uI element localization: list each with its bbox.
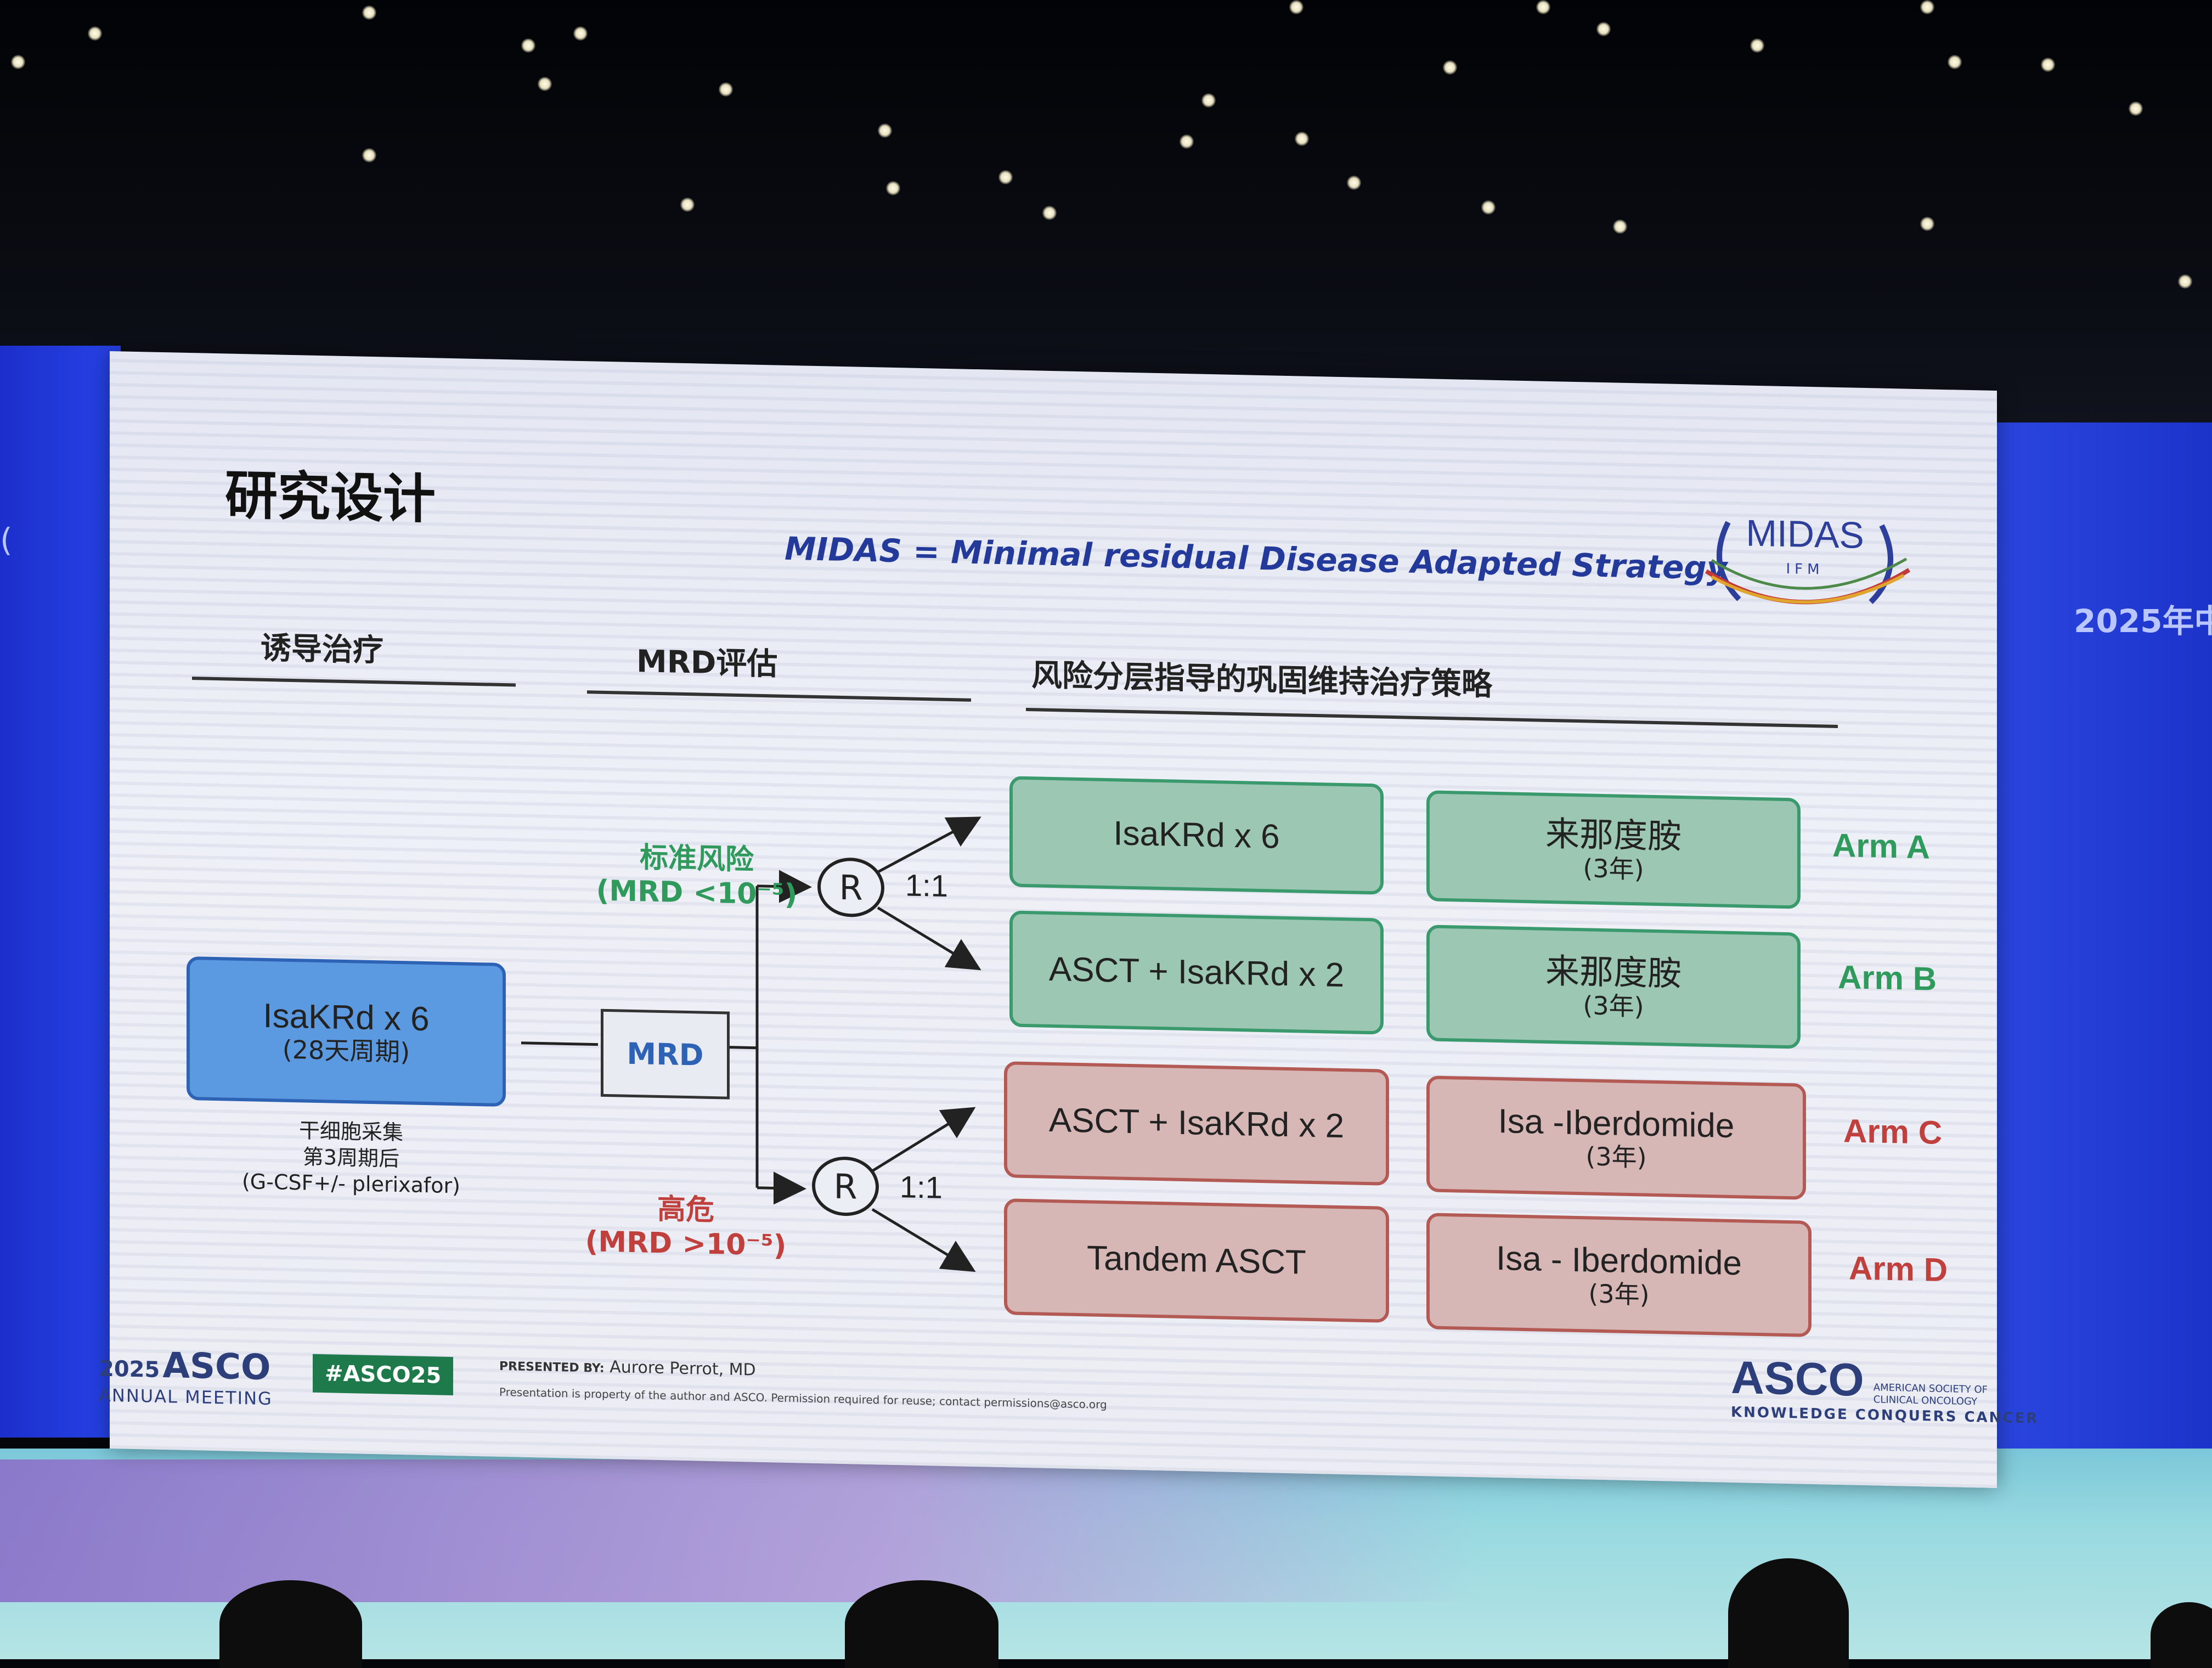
right-side-text: 2025年中	[2074, 602, 2212, 640]
left-side-screen	[0, 346, 121, 1438]
flow-diagram-lines	[521, 816, 981, 1272]
arm-b-label: Arm B	[1838, 958, 1937, 998]
asco-annual-meeting-logo: 2025 ASCO ANNUAL MEETING	[99, 1344, 273, 1410]
arm-b-maintenance-box: 来那度胺 (3年)	[1426, 925, 1801, 1049]
high-risk-title: 高危	[657, 1192, 714, 1227]
high-risk-criterion: (MRD >10⁻⁵)	[585, 1225, 787, 1263]
footer-asco: ASCO	[162, 1345, 271, 1389]
standard-risk-criterion: (MRD <10⁻⁵)	[596, 874, 798, 912]
presented-by-label: PRESENTED BY:	[499, 1359, 605, 1376]
randomization-ratio-high: 1:1	[900, 1169, 943, 1205]
arm-d-consolidation-box: Tandem ASCT	[1004, 1198, 1389, 1323]
presenter-name: Aurore Perrot, MD	[610, 1357, 756, 1380]
induction-regimen: IsaKRd x 6	[263, 996, 430, 1039]
arm-a-label: Arm A	[1832, 826, 1930, 866]
asco-society-name: AMERICAN SOCIETY OF CLINICAL ONCOLOGY	[1874, 1382, 1988, 1408]
arm-c-duration: (3年)	[1585, 1141, 1647, 1173]
footer-year: 2025	[99, 1356, 160, 1383]
audience-head	[1728, 1558, 1849, 1668]
presentation-slide: 研究设计 MIDAS = Minimal residual Disease Ad…	[99, 351, 2039, 1489]
audience-head	[845, 1580, 998, 1668]
arm-c-maintenance: Isa -Iberdomide	[1498, 1102, 1735, 1146]
arm-c-label: Arm C	[1843, 1112, 1943, 1151]
standard-risk-title: 标准风险	[639, 841, 754, 877]
asco-society-logo: ASCO AMERICAN SOCIETY OF CLINICAL ONCOLO…	[1731, 1351, 2039, 1427]
arm-d-label: Arm D	[1849, 1249, 1948, 1289]
stem-cell-collection-note: 干细胞采集 第3周期后 (G-CSF+/- plerixafor)	[208, 1116, 494, 1200]
asco-wordmark: ASCO	[1731, 1351, 1864, 1406]
arm-b-maintenance: 来那度胺	[1545, 952, 1681, 994]
arm-b-consolidation-box: ASCT + IsaKRd x 2	[1009, 910, 1384, 1035]
arm-d-maintenance-box: Isa - Iberdomide (3年)	[1426, 1213, 1812, 1337]
arm-a-consolidation: IsaKRd x 6	[1113, 814, 1280, 856]
induction-box: IsaKRd x 6 (28天周期)	[187, 956, 506, 1107]
arm-b-duration: (3年)	[1583, 990, 1644, 1022]
mrd-assessment-box: MRD	[601, 1008, 730, 1100]
arm-a-duration: (3年)	[1583, 853, 1644, 884]
asco-society-line: CLINICAL ONCOLOGY	[1873, 1393, 1978, 1407]
midas-logo: MIDAS IFM	[1690, 488, 1920, 625]
arm-c-maintenance-box: Isa -Iberdomide (3年)	[1426, 1075, 1806, 1200]
randomization-ratio-standard: 1:1	[905, 867, 948, 904]
standard-risk-label: 标准风险 (MRD <10⁻⁵)	[571, 833, 823, 912]
arm-d-maintenance: Isa - Iberdomide	[1496, 1239, 1742, 1283]
right-side-screen	[1997, 422, 2212, 1503]
audience-head	[2151, 1602, 2212, 1668]
stage-floor-accent	[0, 1460, 1481, 1602]
arm-d-duration: (3年)	[1588, 1278, 1650, 1310]
arm-c-consolidation: ASCT + IsaKRd x 2	[1048, 1101, 1345, 1146]
arm-c-consolidation-box: ASCT + IsaKRd x 2	[1004, 1061, 1389, 1186]
arm-d-consolidation: Tandem ASCT	[1087, 1239, 1306, 1282]
midas-logo-arcs-icon	[1705, 521, 1911, 605]
arm-a-consolidation-box: IsaKRd x 6	[1009, 776, 1384, 895]
footer-meeting: ANNUAL MEETING	[99, 1384, 273, 1410]
audience-head	[219, 1580, 362, 1668]
induction-cycle-length: (28天周期)	[282, 1034, 410, 1067]
arm-b-consolidation: ASCT + IsaKRd x 2	[1048, 950, 1345, 995]
high-risk-label: 高危 (MRD >10⁻⁵)	[560, 1184, 812, 1263]
arm-a-maintenance-box: 来那度胺 (3年)	[1426, 790, 1801, 909]
hashtag-badge: #ASCO25	[313, 1354, 454, 1396]
left-side-text: (	[0, 521, 13, 559]
arm-a-maintenance: 来那度胺	[1545, 815, 1681, 856]
